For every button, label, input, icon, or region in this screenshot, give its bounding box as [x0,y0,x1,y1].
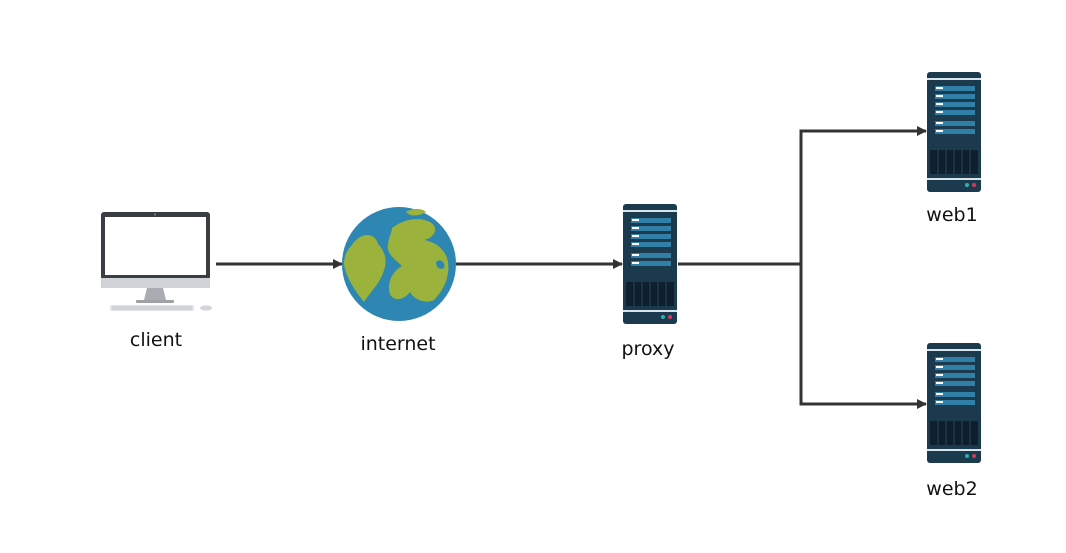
node-proxy: proxy [622,203,678,360]
web2-label: web2 [926,478,977,500]
server-icon [926,342,982,464]
node-web2: web2 [926,342,982,500]
client-label: client [130,329,182,351]
server-icon [926,71,982,193]
desktop-computer-icon [101,212,212,311]
proxy-label: proxy [622,338,675,360]
globe-icon [342,207,456,321]
node-client: client [101,212,212,351]
node-internet: internet [342,207,456,355]
internet-label: internet [360,333,435,355]
edge-proxy-web2 [799,264,927,409]
connectors [216,126,927,409]
web1-label: web1 [926,204,977,226]
edge-proxy-web1 [678,126,927,266]
node-web1: web1 [926,71,982,226]
server-icon [622,203,678,325]
